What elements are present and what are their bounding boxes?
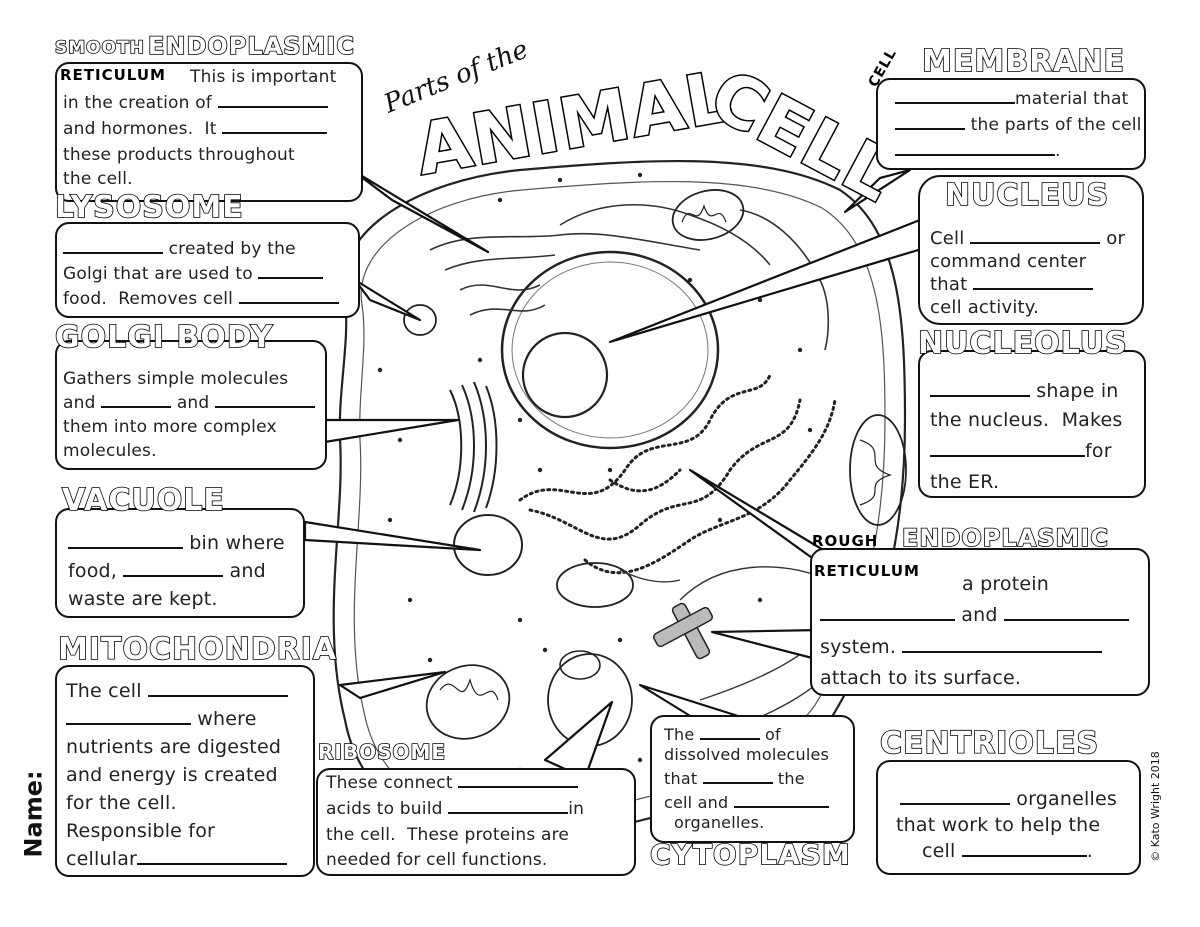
membrane-heading: MEMBRANE [921,43,1125,80]
rough-er-line-3: system. [820,634,1103,660]
mitochondria-line-2: where [66,706,257,732]
centrioles-line-3: cell . [922,840,1093,862]
rough-er-heading: ENDOPLASMIC [901,523,1109,553]
nucleolus-box [918,350,1146,498]
cytoplasm-line-1: The of [664,722,781,746]
mitochondria-line-1: The cell [66,678,288,704]
nucleus-line-1: Cell or [930,228,1126,249]
centrioles-line-1: organelles [900,786,1117,812]
golgi-line-4: molecules. [63,441,157,461]
smooth-er-line-3: and hormones. It [63,116,328,142]
golgi-line-2: and and [63,390,316,416]
golgi-line-1: Gathers simple molecules [63,369,289,389]
centrioles-shape [653,602,713,660]
nucleus-line-3: that [930,272,1094,297]
ribosome-dots [377,172,813,783]
smooth-er-heading-small: SMOOTH [54,37,145,59]
membrane-line-2: the parts of the cell [895,112,1142,138]
smooth-er-heading: ENDOPLASMIC [147,31,355,61]
nucleus-box [918,175,1144,325]
golgi-line-3: them into more complex [63,417,277,437]
mitochondrion-right [849,414,907,526]
golgi-heading: GOLGI BODY [54,319,274,356]
name-label: Name: [19,770,48,858]
centrioles-heading: CENTRIOLES [879,725,1100,762]
rough-er-line-2: and [820,602,1129,628]
ribosome-line-3: the cell. These proteins are [326,825,570,845]
smooth-er-line-5: the cell. [63,169,133,189]
lysosome-line-2: Golgi that are used to [63,261,324,287]
rough-er-subheading: RETICULUM [814,562,920,580]
cytoplasm-line-2: dissolved molecules [664,745,830,764]
nucleolus-line-1: shape in [930,376,1119,406]
vacuole-heading: VACUOLE [61,482,225,519]
rough-er-box [810,548,1150,696]
cytoplasm-heading: CYTOPLASM [649,837,851,872]
copyright-credit: © Kato Wright 2018 [1148,751,1162,862]
lysosome-heading: LYSOSOME [54,189,244,226]
membrane-line-1: material that [895,86,1128,112]
nucleolus-line-3: for [930,436,1112,466]
mitochondrion-bottom [425,664,511,740]
mitochondria-line-4: and energy is created [66,764,278,786]
nucleus-line-2: command center [930,251,1087,272]
mitochondrion-top [671,189,745,241]
ribosome-heading: RIBOSOME [317,739,447,765]
ribosome-line-1: These connect [326,770,579,796]
rough-er-line-1: a protein [962,573,1050,595]
nucleolus-heading: NUCLEOLUS [917,325,1128,362]
cytoplasm-line-3: that the [664,766,805,790]
smooth-er-line-1: This is important [190,67,337,87]
mitochondria-heading: MITOCHONDRIA [57,631,338,668]
nucleus-line-4: cell activity. [930,297,1039,318]
cytoplasm-box [650,715,855,843]
smooth-er-subheading: RETICULUM [60,66,166,84]
vacuole-shape [453,514,523,576]
golgi-box [55,340,327,470]
lysosome-line-1: created by the [63,236,296,262]
mitochondria-line-3: nutrients are digested [66,736,282,758]
lysosome-shape [403,304,437,336]
nucleolus-line-4: the ER. [930,471,1000,493]
cytoplasm-line-5: organelles. [674,813,765,832]
centrioles-line-2: that work to help the [896,814,1101,836]
ribosome-line-2: acids to build in [326,796,584,822]
vacuole-line-1: bin where [68,530,285,556]
vacuole-box [55,508,305,618]
vesicle-shape [556,562,634,608]
mitochondria-line-6: Responsible for [66,820,216,842]
mitochondria-line-7: cellular [66,846,288,872]
nucleolus-line-2: the nucleus. Makes [930,409,1123,431]
vacuole-line-3: waste are kept. [68,588,218,610]
nucleus-heading: NUCLEUS [944,177,1110,214]
cytoplasm-line-4: cell and [664,790,829,814]
ribosome-line-4: needed for cell functions. [326,850,548,870]
smooth-er-line-4: these products throughout [63,145,295,165]
lysosome-line-3: food. Removes cell [63,286,339,312]
golgi-shape [449,381,498,513]
nucleus-shape [500,250,720,450]
smooth-er-line-2: in the creation of [63,90,328,116]
nucleolus-shape [521,331,609,419]
membrane-line-3: . [895,138,1061,164]
rough-er-line-4: attach to its surface. [820,667,1022,689]
vacuole-line-2: food, and [68,560,266,582]
rough-er-shape [518,373,837,575]
rough-er-heading-small: ROUGH [812,532,879,550]
mitochondria-box [55,665,315,877]
mitochondria-line-5: for the cell. [66,792,177,814]
